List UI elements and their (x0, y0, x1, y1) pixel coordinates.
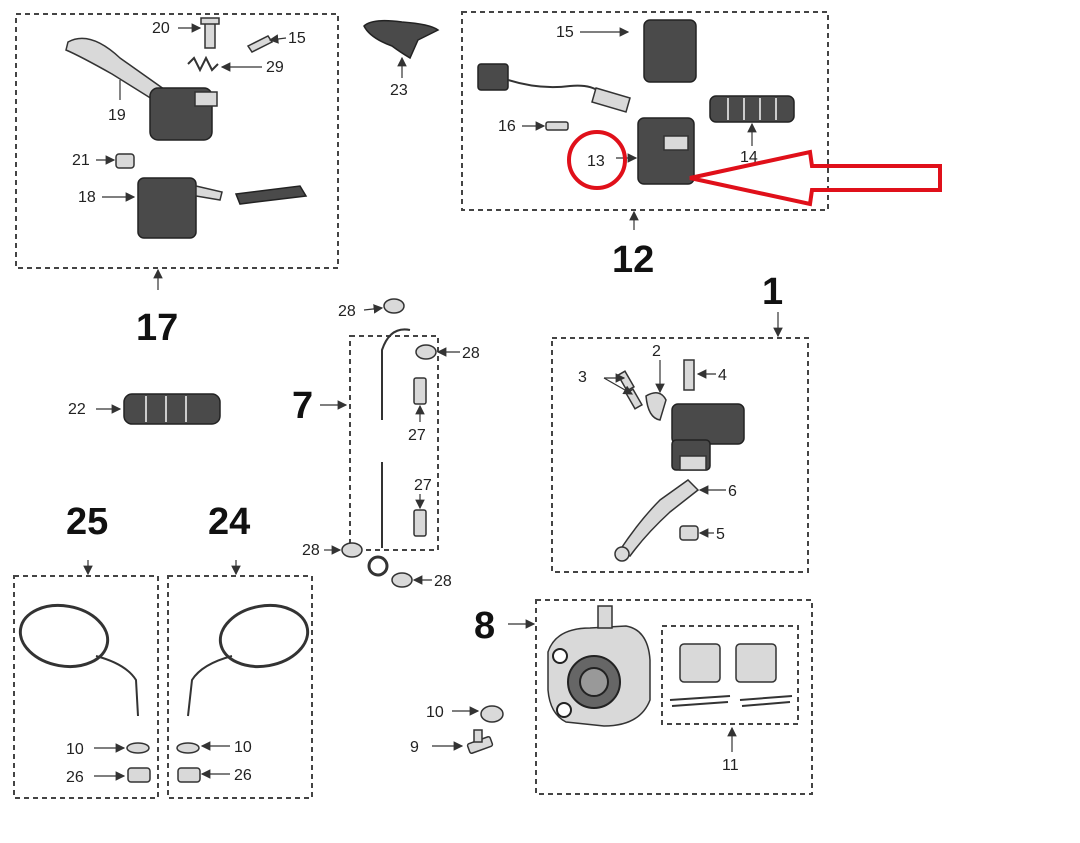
pin-21-drawing (115, 153, 135, 169)
pads-11-drawing (669, 643, 793, 707)
callout-27-top: 27 (408, 427, 426, 444)
callout-13: 13 (587, 153, 605, 170)
bolt-9-drawing (466, 729, 494, 754)
screws-3-drawing (617, 370, 643, 410)
callout-10-left-mirror: 10 (66, 741, 84, 758)
group-25-box (13, 575, 159, 799)
callout-5: 5 (716, 526, 725, 543)
highlight-circle-13 (567, 130, 627, 190)
callout-28-right: 28 (462, 345, 480, 362)
callout-27-bottom: 27 (414, 477, 432, 494)
callout-17: 17 (136, 307, 178, 349)
callout-15-right: 15 (556, 24, 574, 41)
callout-2: 2 (652, 343, 661, 360)
mirror-24-drawing (176, 603, 310, 783)
connector-wire-drawing (477, 63, 631, 113)
highlight-arrow (689, 149, 942, 207)
callout-25: 25 (66, 501, 108, 543)
callout-26-left-mirror: 26 (66, 769, 84, 786)
bolt-27-drawing (413, 377, 427, 537)
callout-18: 18 (78, 189, 96, 206)
group-1-box (551, 337, 809, 573)
callout-8: 8 (474, 605, 495, 647)
callout-4: 4 (718, 367, 727, 384)
caliper-8-drawing (547, 605, 651, 727)
callout-26-right-mirror: 26 (234, 767, 252, 784)
group-24-box (167, 575, 313, 799)
grip-14-drawing (709, 95, 795, 123)
callout-29: 29 (266, 59, 284, 76)
callout-11: 11 (722, 757, 739, 774)
grip-22-drawing (123, 393, 221, 425)
housing-15-right-drawing (643, 19, 697, 83)
callout-28-bottom-right: 28 (434, 573, 452, 590)
lever-6-drawing (614, 479, 700, 562)
washer-10-drawing (480, 705, 504, 723)
callout-14: 14 (740, 149, 758, 166)
callout-23: 23 (390, 82, 408, 99)
callout-28-top: 28 (338, 303, 356, 320)
washer-28-drawing (341, 298, 437, 588)
callout-19: 19 (108, 107, 126, 124)
callout-20: 20 (152, 20, 170, 37)
callout-3: 3 (578, 369, 587, 386)
callout-9: 9 (410, 739, 419, 756)
callout-15-left: 15 (288, 30, 306, 47)
group-7-box (349, 335, 439, 551)
hose-7-drawing (367, 328, 411, 577)
cover-23-drawing (363, 19, 440, 60)
mirror-25-drawing (18, 603, 151, 783)
callout-6: 6 (728, 483, 737, 500)
callout-7: 7 (292, 385, 313, 427)
group-8-box (535, 599, 813, 795)
bolt-20-drawing (200, 17, 220, 49)
callout-16: 16 (498, 118, 516, 135)
callout-21: 21 (72, 152, 90, 169)
callout-1: 1 (762, 271, 783, 313)
callout-22: 22 (68, 401, 86, 418)
group-11-box (661, 625, 799, 725)
callout-28-bottom-left: 28 (302, 542, 320, 559)
nut-5-drawing (679, 525, 699, 541)
switch-18-drawing (137, 177, 308, 239)
switch-13-drawing (637, 117, 695, 185)
screw-16-drawing (545, 121, 569, 131)
callout-10-right-mirror: 10 (234, 739, 252, 756)
callout-12: 12 (612, 239, 654, 281)
group-12-box (461, 11, 829, 211)
lever-19-drawing (65, 37, 218, 141)
callout-24: 24 (208, 501, 250, 543)
spring-29-drawing (187, 55, 219, 73)
screw-15-left-drawing (246, 35, 274, 53)
callout-10-caliper: 10 (426, 704, 444, 721)
master-cylinder-drawing (645, 359, 745, 471)
